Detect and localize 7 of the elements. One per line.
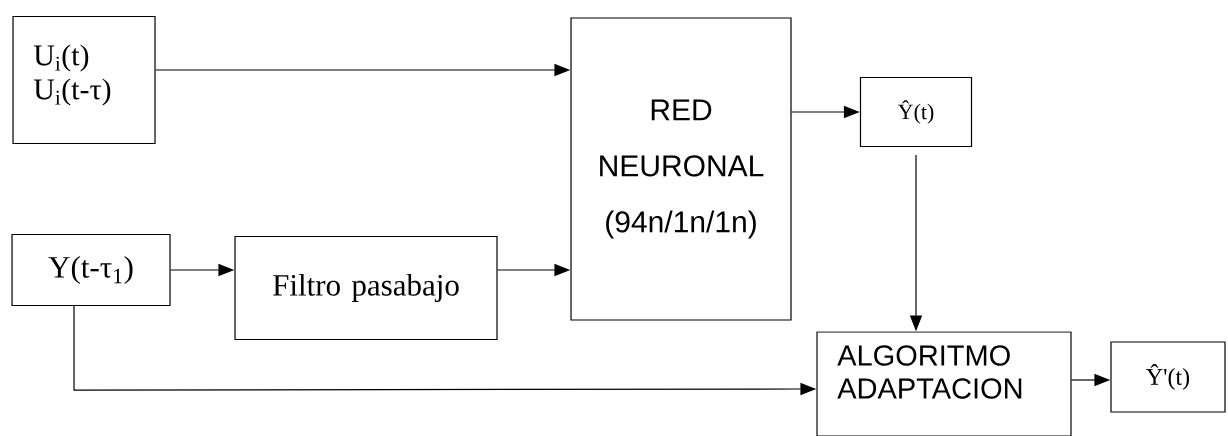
block-box: Filtro pasabajo bbox=[234, 235, 498, 341]
block-box: Ŷ'(t) bbox=[1110, 341, 1226, 413]
block-box: U$_{i}$(t) U$_{i}$(t-τ) bbox=[12, 15, 156, 145]
block-box: RED NEURONAL (94n/1n/1n) bbox=[570, 17, 792, 321]
block-box: Ŷ(t) bbox=[859, 76, 973, 148]
block-box: ALGORITMO ADAPTACION bbox=[816, 331, 1072, 436]
block-box: Y(t-τ$_{1}$) bbox=[11, 233, 171, 307]
